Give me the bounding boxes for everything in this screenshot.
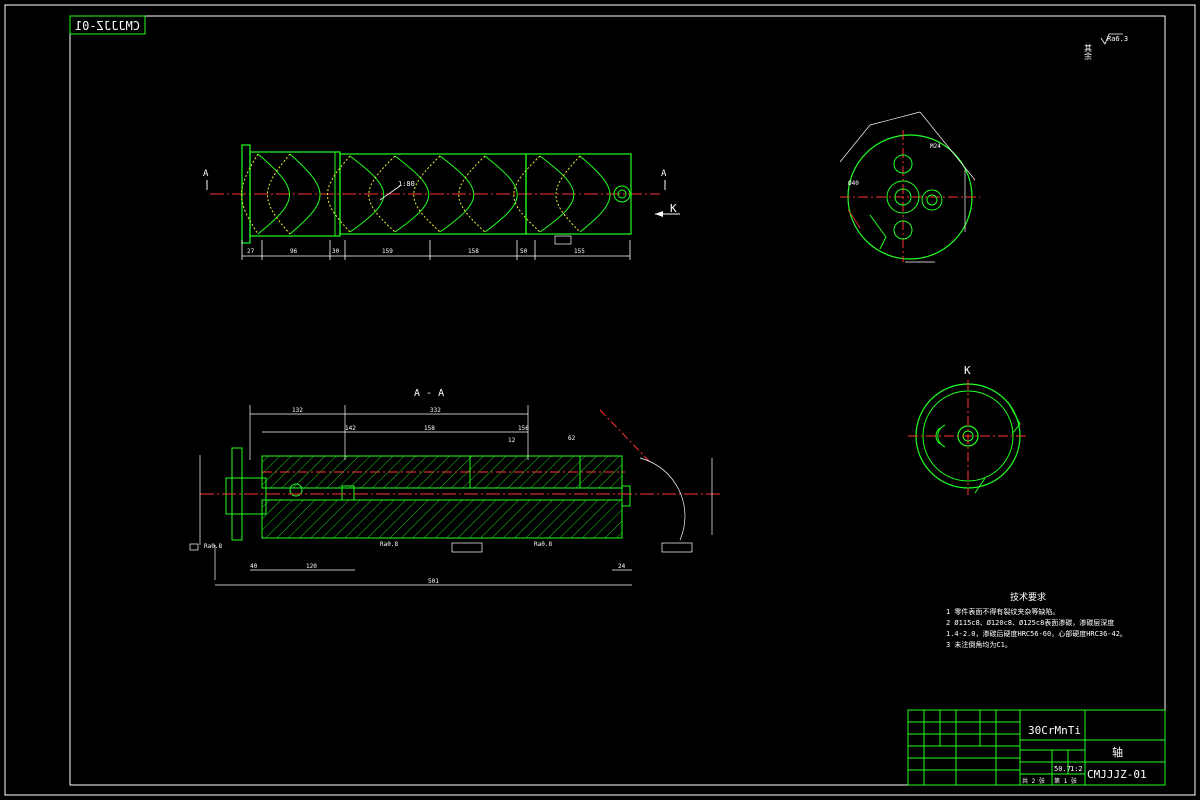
section-roughness-2: Ra0.8	[380, 541, 398, 548]
section-roughness-3: Ra0.8	[534, 541, 552, 548]
outer-border	[4, 4, 1196, 796]
section-dim-top-6: 12	[508, 437, 516, 444]
end-dim-thread: M24	[930, 143, 941, 150]
section-title: A - A	[414, 388, 444, 399]
front-dim-7: 155	[574, 248, 585, 255]
title-material: 30CrMnTi	[1028, 724, 1081, 737]
code-tag: CMJJJZ-01	[69, 15, 146, 35]
section-dim-top-3: 142	[345, 425, 356, 432]
front-view: A A K 1:80 27 96 30 159 158 50 155	[203, 144, 680, 260]
end-view: Ø40 M24	[839, 111, 980, 263]
roughness-note-label: 其余	[1084, 44, 1093, 61]
section-dim-bottom-1: 40	[250, 563, 258, 570]
section-dim-top-2: 332	[430, 407, 441, 414]
front-dim-3: 30	[332, 248, 340, 255]
section-dim-top-1: 132	[292, 407, 303, 414]
front-dim-2: 96	[290, 248, 298, 255]
section-dim-bottom-4: 24	[618, 563, 626, 570]
end-dim-dia: Ø40	[848, 180, 859, 187]
title-scale: 1:2	[1070, 765, 1083, 773]
section-dim-top-4: 158	[424, 425, 435, 432]
tech-line-3: 1.4-2.0，渗碳后硬度HRC56-60，心部硬度HRC36-42。	[946, 629, 1127, 638]
roughness-note-value: Ra6.3	[1107, 35, 1128, 43]
tech-title: 技术要求	[1010, 591, 1046, 603]
section-view: A - A	[189, 388, 720, 586]
code-tag-text: CMJJJZ-01	[75, 19, 140, 33]
front-dim-4: 159	[382, 248, 393, 255]
front-dim-6: 50	[520, 248, 528, 255]
tech-line-4: 3 未注倒角均为C1。	[946, 640, 1012, 649]
k-view: K	[908, 364, 1028, 495]
title-part-name: 轴	[1112, 745, 1123, 759]
front-k-label: K	[670, 202, 677, 215]
section-dim-bottom-3: 501	[428, 578, 439, 585]
title-weight: 50.7	[1054, 765, 1071, 773]
inner-border	[69, 15, 1166, 786]
front-dim-5: 158	[468, 248, 479, 255]
front-section-mark-right: A	[661, 169, 667, 179]
k-view-label: K	[964, 364, 971, 377]
tech-requirements: 技术要求 1 零件表面不得有裂纹夹杂等缺陷。 2 Ø115c8、Ø120c8、Ø…	[946, 591, 1127, 649]
section-roughness-1: Ra0.8	[204, 543, 222, 550]
section-dim-top-5: 156	[518, 425, 529, 432]
front-dim-1: 27	[247, 248, 255, 255]
roughness-note: 其余 Ra6.3	[1084, 33, 1128, 61]
title-sheet-total: 共 2 张	[1022, 777, 1045, 785]
title-sheet-no: 第 1 张	[1054, 777, 1077, 785]
section-dim-top-7: 62	[568, 435, 576, 442]
tech-line-1: 1 零件表面不得有裂纹夹杂等缺陷。	[946, 607, 1059, 616]
front-callout: 1:80	[398, 180, 415, 188]
title-drawing-no: CMJJJZ-01	[1087, 768, 1147, 781]
tech-line-2: 2 Ø115c8、Ø120c8、Ø125c8表面渗碳，渗碳层深度	[946, 618, 1114, 627]
front-section-mark-left: A	[203, 169, 209, 179]
title-block: 30CrMnTi 轴 CMJJJZ-01 50.7 1:2 共 2 张 第 1 …	[907, 709, 1166, 786]
section-dim-bottom-2: 120	[306, 563, 317, 570]
